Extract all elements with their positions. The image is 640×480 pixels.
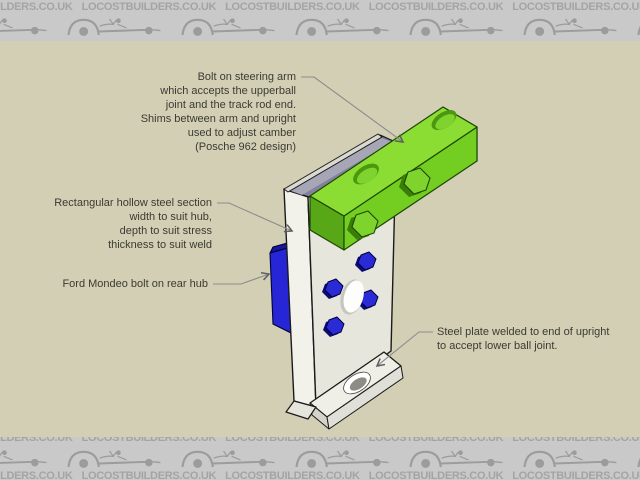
hub-bolts	[322, 251, 379, 337]
hub-bolt	[324, 278, 344, 298]
annotation-base-plate: Steel plate welded to end of upright to …	[437, 326, 610, 352]
watermark-text-row: LOCOSTBUILDERS.CO.UK LOCOSTBUILDERS.CO.U…	[0, 470, 640, 480]
watermark-car-row	[0, 16, 640, 38]
watermark-text: LOCOSTBUILDERS.CO.UK	[225, 1, 360, 13]
car-watermark-icon	[295, 449, 390, 469]
rear-hub	[269, 241, 292, 334]
base-plate	[285, 351, 404, 430]
watermark-text: LOCOSTBUILDERS.CO.UK	[81, 437, 217, 444]
plate-hole	[343, 371, 371, 395]
hub-bolt	[357, 251, 377, 271]
car-watermark-icon	[181, 449, 276, 469]
watermark-text: LOCOSTBUILDERS.CO.UK	[81, 1, 217, 13]
watermark-text: LOCOSTBUILDERS.CO.UK	[368, 437, 504, 444]
plate-side-face	[326, 365, 404, 430]
watermark-text-row: LOCOSTBUILDERS.CO.UK LOCOSTBUILDERS.CO.U…	[0, 1, 640, 14]
car-watermark-icon	[295, 17, 390, 38]
upright-left-face	[283, 188, 317, 408]
car-watermark-icon	[67, 17, 162, 38]
watermark-text: LOCOSTBUILDERS.CO.UK	[512, 470, 640, 480]
leader-steering-arm	[301, 76, 403, 142]
car-watermark-icon	[637, 17, 640, 38]
car-watermark-icon	[67, 449, 162, 469]
car-watermark-icon	[181, 17, 276, 38]
car-watermark-icon	[409, 449, 504, 469]
annotation-steering-arm: Bolt on steering arm which accepts the u…	[140, 71, 296, 153]
leader-rear-hub	[213, 274, 269, 285]
watermark-band-top: LOCOSTBUILDERS.CO.UK LOCOSTBUILDERS.CO.U…	[0, 0, 640, 41]
watermark-text: LOCOSTBUILDERS.CO.UK	[512, 437, 640, 444]
arm-front-face	[343, 126, 478, 251]
watermark-car-row	[0, 448, 640, 470]
upright-body	[283, 133, 403, 408]
upright-front-face	[307, 151, 397, 408]
hollow-opening	[285, 134, 403, 198]
hub-bolt	[325, 316, 345, 336]
arm-left-face	[309, 195, 345, 251]
hollow-inner-wall	[291, 138, 392, 195]
watermark-text: LOCOSTBUILDERS.CO.UK	[0, 437, 73, 444]
car-watermark-icon	[637, 449, 640, 469]
annotation-rear-hub: Ford Mondeo bolt on rear hub	[62, 278, 208, 290]
watermark-band-bottom: LOCOSTBUILDERS.CO.UK LOCOSTBUILDERS.CO.U…	[0, 437, 640, 480]
watermark-text: LOCOSTBUILDERS.CO.UK	[0, 470, 73, 480]
steering-arm	[309, 106, 478, 251]
car-watermark-icon	[0, 449, 48, 469]
car-watermark-icon	[523, 17, 618, 38]
upright-center-hole	[340, 279, 364, 315]
plate-top-face	[309, 351, 402, 418]
watermark-text: LOCOSTBUILDERS.CO.UK	[81, 470, 217, 480]
watermark-clipped-row: LOCOSTBUILDERS.CO.UK LOCOSTBUILDERS.CO.U…	[0, 437, 640, 446]
watermark-text: LOCOSTBUILDERS.CO.UK	[225, 470, 360, 480]
watermark-text: LOCOSTBUILDERS.CO.UK	[368, 1, 504, 13]
watermark-text: LOCOSTBUILDERS.CO.UK	[0, 1, 73, 13]
car-watermark-icon	[523, 449, 618, 469]
leader-base-plate	[377, 331, 433, 366]
watermark-text: LOCOSTBUILDERS.CO.UK	[512, 1, 640, 13]
arm-hole-2	[431, 110, 457, 130]
car-watermark-icon	[0, 17, 48, 38]
watermark-text: LOCOSTBUILDERS.CO.UK	[225, 437, 360, 444]
watermark-text: LOCOSTBUILDERS.CO.UK	[368, 470, 504, 480]
upright-bottom-face	[285, 400, 317, 420]
arm-bolt-2	[399, 167, 431, 197]
plate-front-face	[309, 402, 330, 430]
car-watermark-icon	[409, 17, 504, 38]
leader-hollow-section	[217, 202, 292, 231]
arm-bolt-1	[347, 210, 379, 240]
arm-hole-1	[353, 163, 379, 185]
hub-bolt	[359, 289, 379, 309]
hollow-rim	[283, 133, 383, 193]
arm-end-face	[442, 106, 478, 162]
arm-top-face	[309, 106, 478, 217]
watermark-text-row: LOCOSTBUILDERS.CO.UK LOCOSTBUILDERS.CO.U…	[0, 437, 640, 445]
annotation-hollow-section: Rectangular hollow steel section width t…	[54, 197, 212, 251]
